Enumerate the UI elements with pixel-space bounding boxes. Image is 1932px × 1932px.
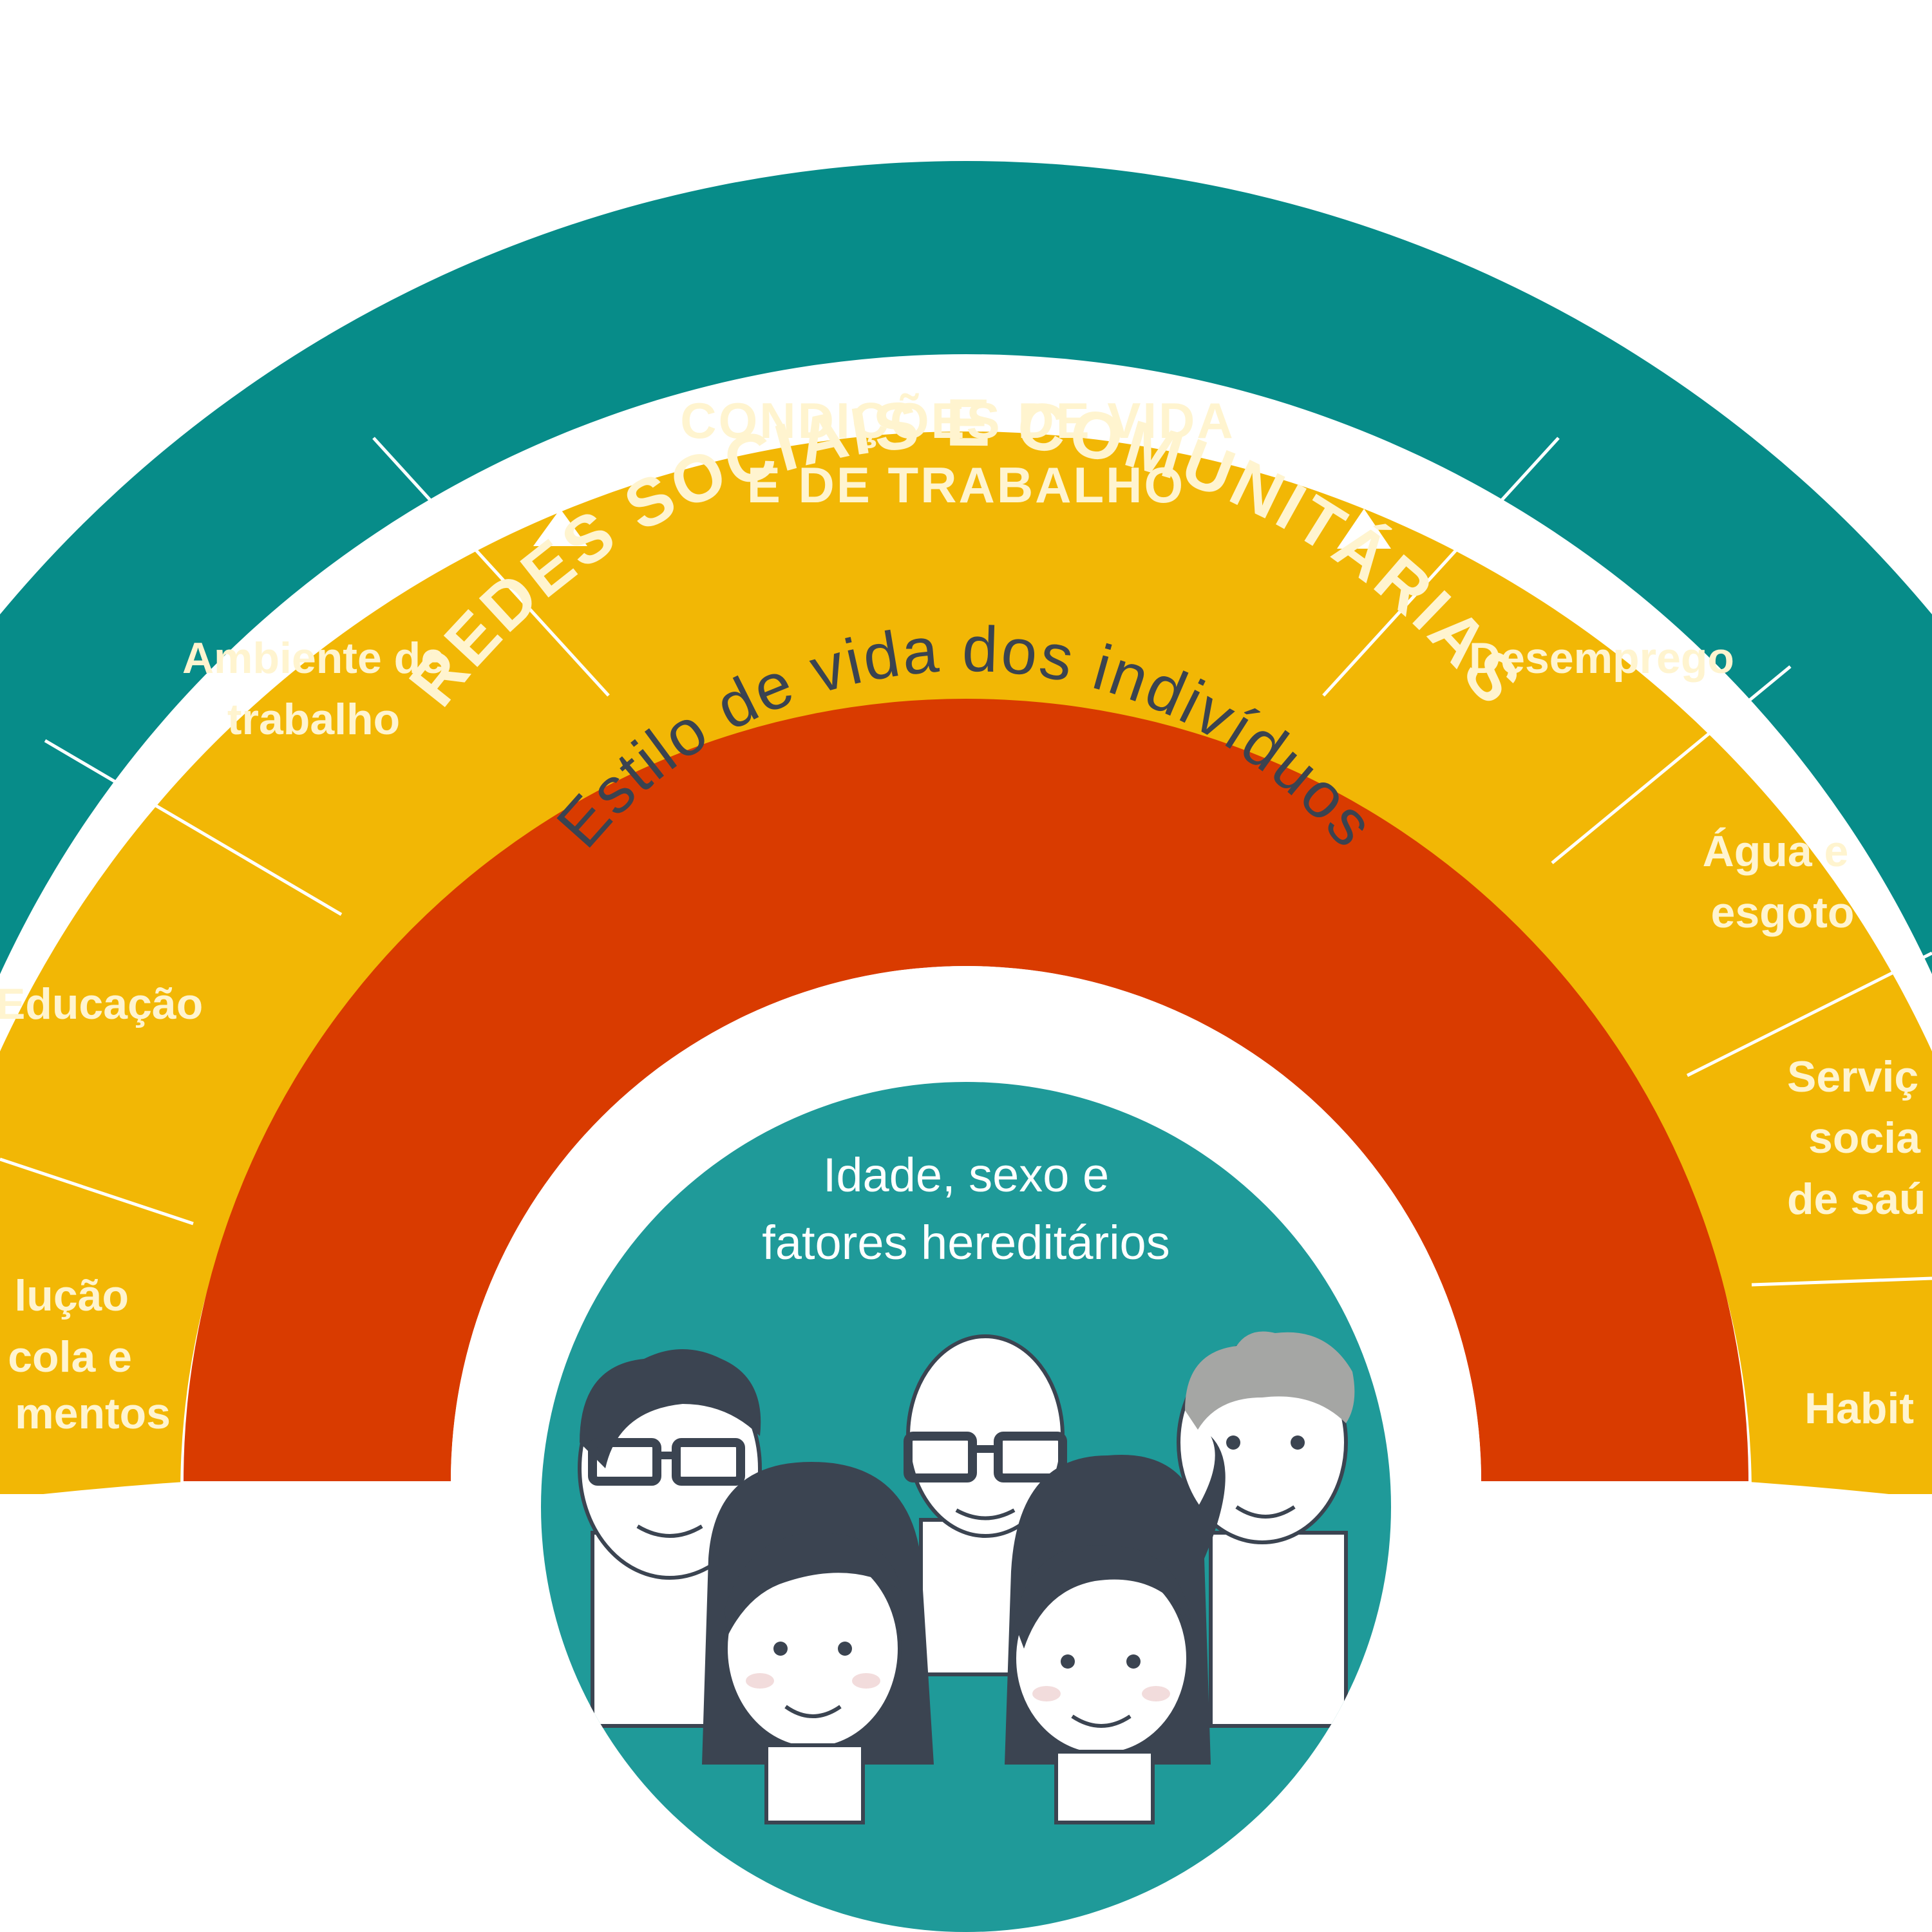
segment-housing: Habit [1804,1384,1914,1433]
segment-water-line2: esgoto [1711,888,1855,937]
segment-agri-line1: lução [14,1271,129,1320]
divider-line [1686,951,1932,1077]
segment-health-line2: socia [1808,1113,1921,1162]
segment-water-line1: Água e [1703,827,1849,876]
triangle-up-icon [1337,509,1391,549]
person-woman-right [1005,1436,1226,1824]
divider-line [44,739,343,916]
segment-agri-line3: mentos [15,1389,171,1438]
divider-line [372,437,610,697]
segment-agri-line2: cola e [8,1332,132,1381]
core-label-line1: Idade, sexo e [823,1148,1109,1202]
divider-line [1751,1276,1932,1287]
person-woman-left [702,1462,934,1824]
segment-work-environment-line1: Ambiente de [182,634,445,683]
divider-line [1322,437,1560,697]
living-title-line2: E DE TRABALHO [747,457,1185,513]
person-gray-hair-man [1177,1331,1355,1728]
segment-unemployment: Desemprego [1469,634,1734,683]
core-label-line2: fatores hereditários [762,1216,1170,1269]
triangle-up-icon [533,509,587,546]
segment-education: Educação [0,980,203,1028]
living-conditions-band [0,431,1932,1494]
segment-health-line3: de saú [1787,1175,1926,1224]
people-group-icon [578,1331,1355,1824]
networks-band [184,699,1748,1481]
living-title-line1: CONDIÇÕES DE VIDA [680,392,1235,449]
segment-health-line1: Serviç [1787,1052,1918,1101]
divider-line [0,1157,194,1226]
segment-dividers [0,437,1932,1287]
outer-band [0,161,1932,974]
divider-line [1551,665,1792,864]
segment-work-environment-line2: trabalho [227,695,400,744]
